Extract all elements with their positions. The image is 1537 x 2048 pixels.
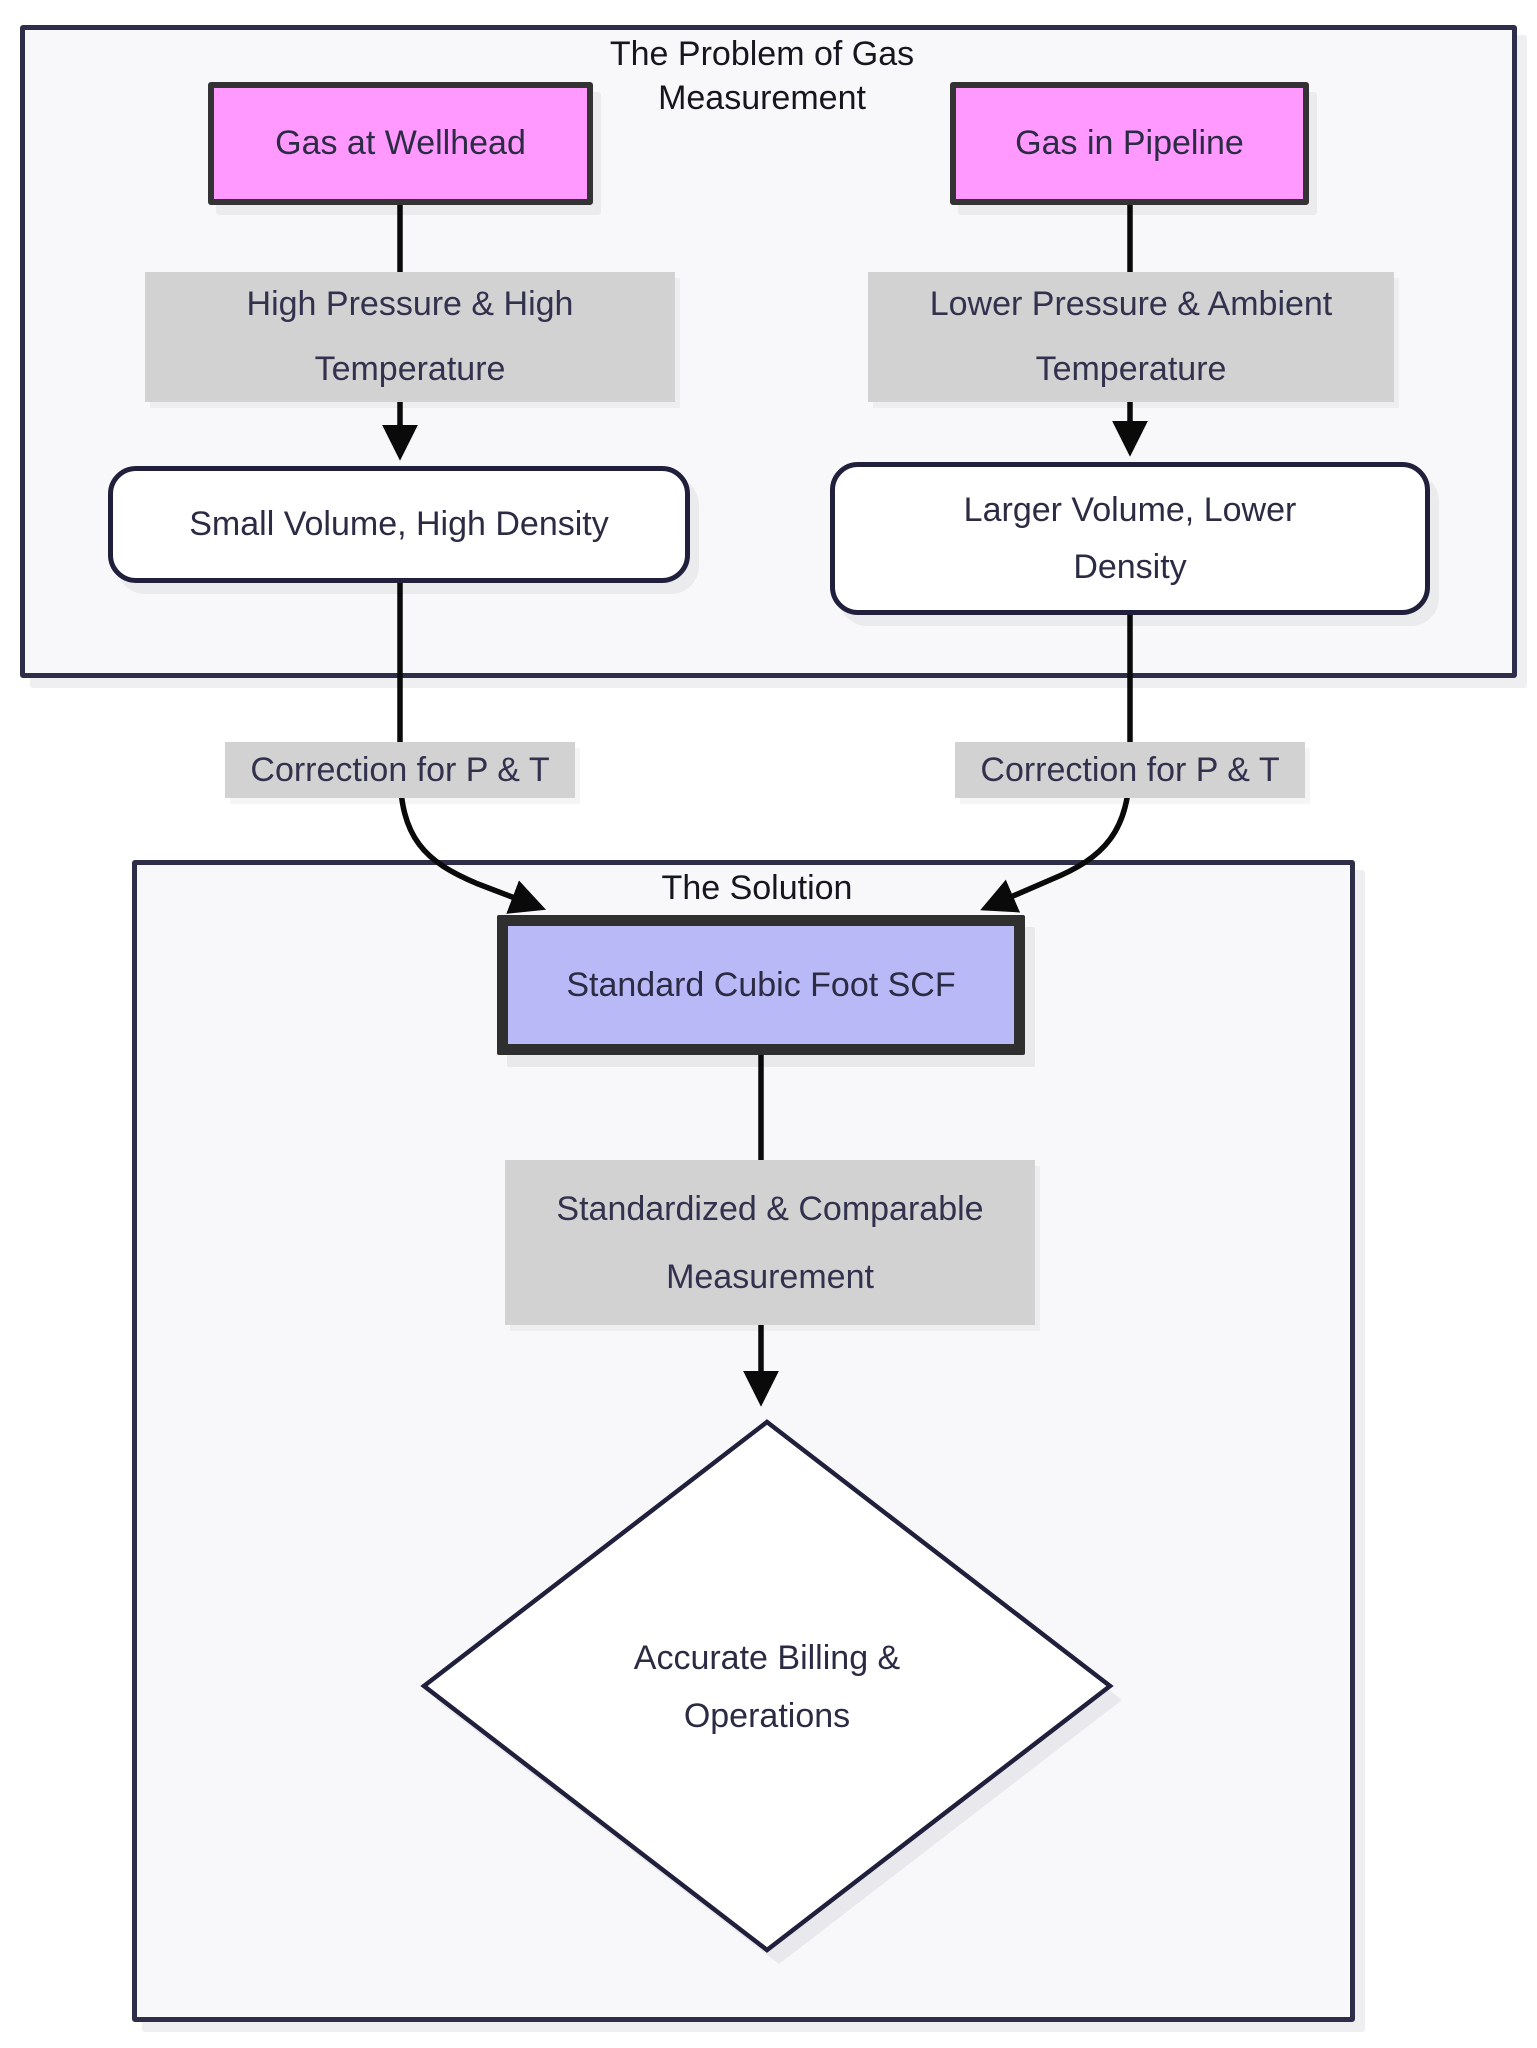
edge-label-standardized: Standardized & Comparable Measurement [505, 1160, 1035, 1325]
edge-label-high-pressure: High Pressure & High Temperature [145, 272, 675, 402]
node-gas-in-pipeline: Gas in Pipeline [950, 82, 1309, 205]
node-accurate-billing-operations: Accurate Billing & Operations [633, 1639, 901, 1735]
edge-label-correction-left: Correction for P & T [225, 742, 575, 798]
node-gas-at-wellhead: Gas at Wellhead [208, 82, 593, 205]
node-small-volume-high-density: Small Volume, High Density [108, 466, 690, 583]
node-standard-cubic-foot: Standard Cubic Foot SCF [497, 915, 1025, 1055]
edge-label-lower-pressure: Lower Pressure & Ambient Temperature [868, 272, 1394, 402]
node-larger-volume-lower-density: Larger Volume, Lower Density [830, 462, 1430, 615]
edge-label-correction-right: Correction for P & T [955, 742, 1305, 798]
problem-section-title: The Problem of Gas Measurement [609, 35, 915, 118]
solution-section-title: The Solution [661, 869, 853, 907]
